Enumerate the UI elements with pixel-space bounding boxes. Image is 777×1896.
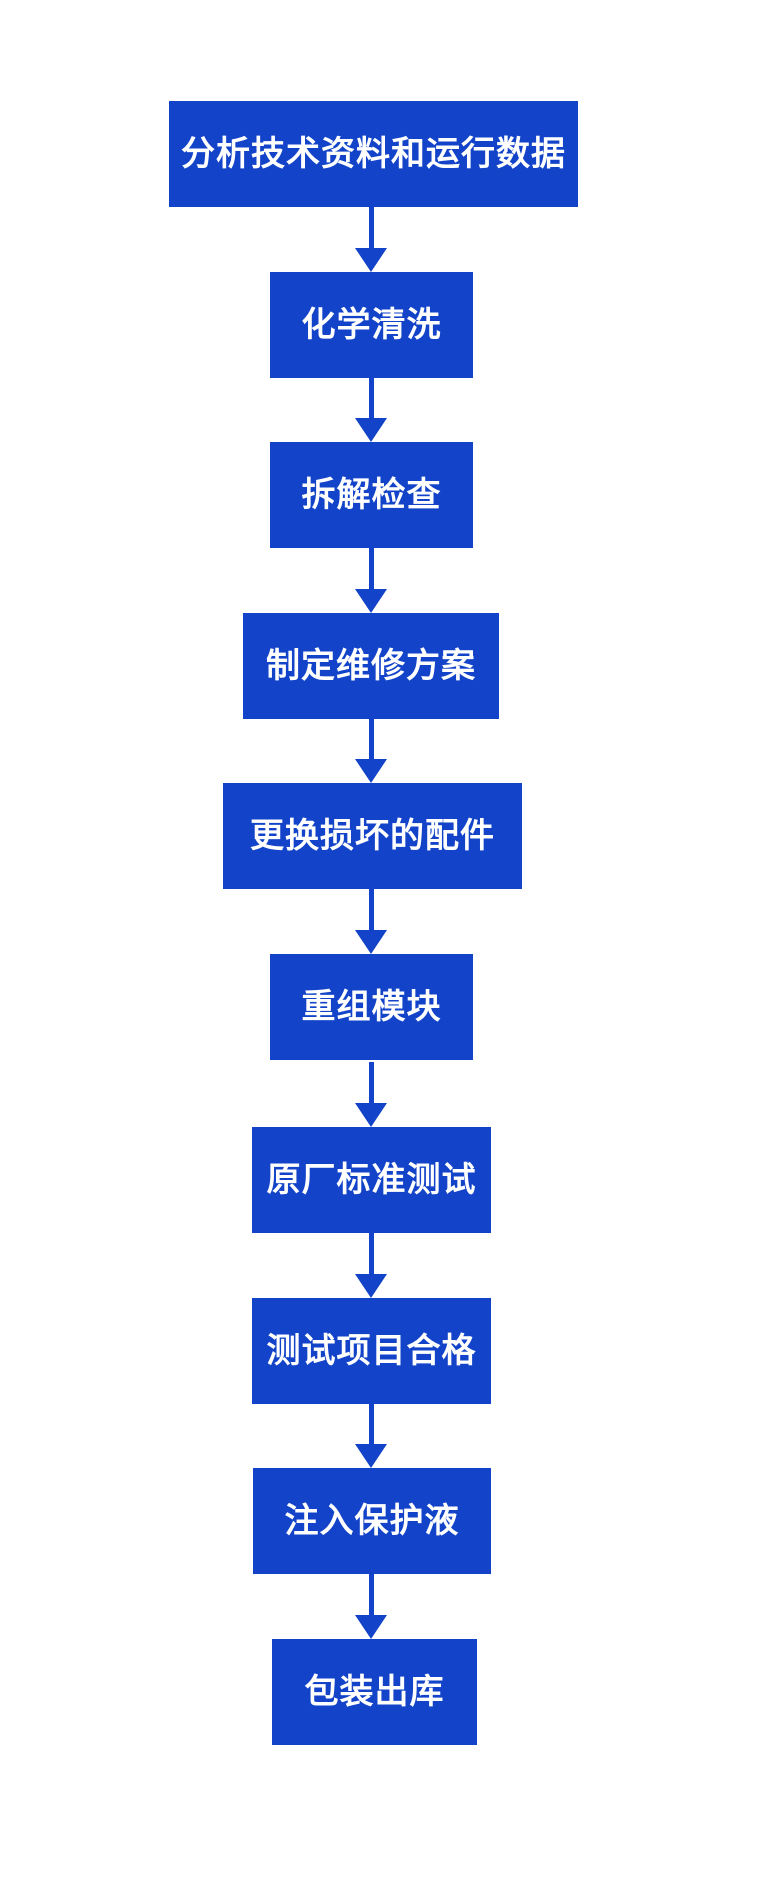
flow-step-1-label: 分析技术资料和运行数据 — [181, 135, 566, 173]
flow-step-6: 重组模块 — [270, 954, 473, 1060]
flow-step-1: 分析技术资料和运行数据 — [169, 101, 578, 207]
arrow-down-icon — [355, 930, 387, 954]
flow-step-7: 原厂标准测试 — [252, 1127, 491, 1233]
flow-step-9-label: 注入保护液 — [284, 1502, 460, 1540]
arrow-down-icon — [355, 589, 387, 613]
arrow-down-icon — [355, 1103, 387, 1127]
arrow-shaft — [368, 1403, 374, 1444]
flow-step-3: 拆解检查 — [270, 442, 473, 548]
flow-step-4-label: 制定维修方案 — [266, 647, 476, 685]
flow-step-2-label: 化学清洗 — [301, 306, 442, 344]
arrow-shaft — [368, 377, 374, 418]
flow-step-3-label: 拆解检查 — [301, 476, 442, 514]
flow-step-8: 测试项目合格 — [252, 1298, 491, 1404]
arrow-down-icon — [355, 1274, 387, 1298]
arrow-shaft — [368, 548, 374, 589]
flow-step-6-label: 重组模块 — [301, 988, 442, 1026]
flow-step-5-label: 更换损坏的配件 — [250, 817, 495, 855]
arrow-shaft — [368, 207, 374, 248]
arrow-down-icon — [355, 248, 387, 272]
arrow-down-icon — [355, 759, 387, 783]
arrow-shaft — [368, 1062, 374, 1103]
flow-arrow-7 — [355, 1233, 387, 1298]
flow-arrow-4 — [355, 718, 387, 783]
flow-arrow-1 — [355, 207, 387, 272]
arrow-down-icon — [355, 1444, 387, 1468]
flow-arrow-3 — [355, 548, 387, 613]
flow-step-10-label: 包装出库 — [304, 1673, 445, 1711]
arrow-shaft — [368, 889, 374, 930]
flow-step-8-label: 测试项目合格 — [266, 1332, 477, 1370]
arrow-down-icon — [355, 418, 387, 442]
arrow-shaft — [368, 718, 374, 759]
flow-arrow-5 — [355, 889, 387, 954]
flow-step-5: 更换损坏的配件 — [223, 783, 522, 889]
flow-step-7-label: 原厂标准测试 — [266, 1161, 477, 1199]
arrow-shaft — [368, 1233, 374, 1274]
arrow-shaft — [368, 1574, 374, 1615]
arrow-down-icon — [355, 1615, 387, 1639]
flow-step-10: 包装出库 — [272, 1639, 477, 1745]
flow-arrow-9 — [355, 1574, 387, 1639]
flow-arrow-2 — [355, 377, 387, 442]
flow-arrow-6 — [355, 1062, 387, 1127]
flow-arrow-8 — [355, 1403, 387, 1468]
flow-step-4: 制定维修方案 — [243, 613, 499, 719]
flow-step-9: 注入保护液 — [253, 1468, 491, 1574]
flow-step-2: 化学清洗 — [270, 272, 473, 378]
